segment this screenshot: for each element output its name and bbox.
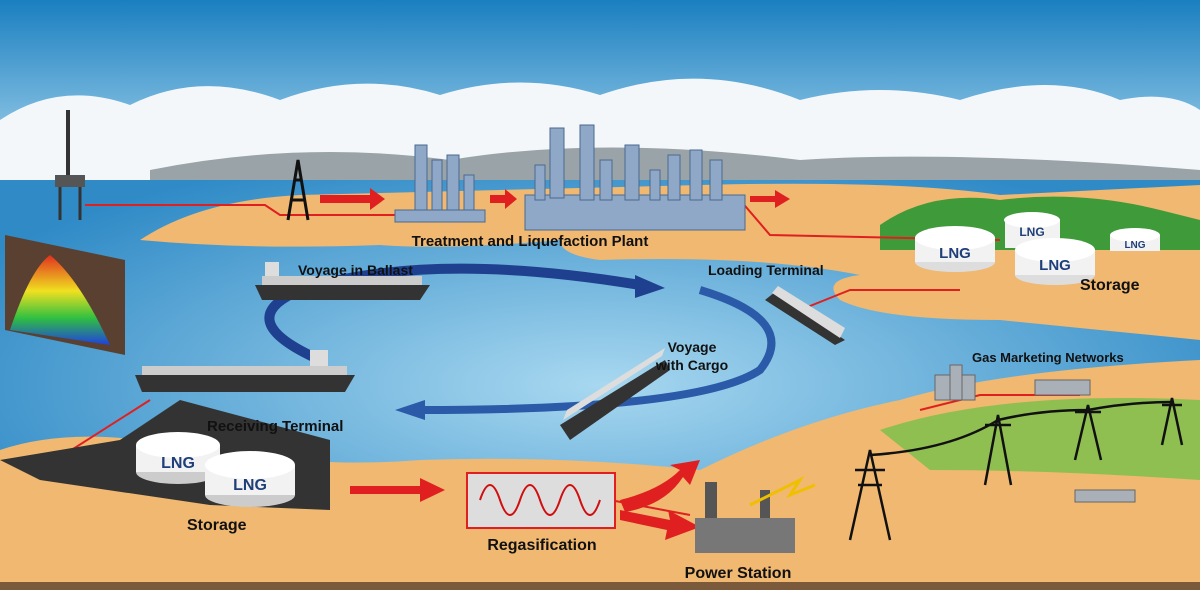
lng-tank: LNG xyxy=(205,451,295,507)
lng-tank: LNG xyxy=(915,226,995,272)
label-storage-import: Storage xyxy=(187,517,247,534)
label-regasification: Regasification xyxy=(487,537,596,554)
cycle-arrowhead-bottom xyxy=(395,400,425,420)
gas-well-derrick-icon xyxy=(286,159,310,221)
svg-text:LNG: LNG xyxy=(939,245,971,262)
lng-tank: LNG xyxy=(1015,238,1095,285)
svg-text:LNG: LNG xyxy=(233,477,267,494)
power-pylons xyxy=(848,397,1184,541)
treatment-plant-icon xyxy=(394,144,486,223)
ship-cargo-icon xyxy=(560,348,670,440)
lng-tank: LNG xyxy=(1110,228,1160,251)
red-arrow-power xyxy=(620,510,700,540)
flow-arrows xyxy=(320,188,790,540)
ship-loading-icon xyxy=(765,286,845,345)
label-voyage-cargo-line2: with Cargo xyxy=(655,357,728,373)
reservoir-cross-section-icon xyxy=(5,235,125,355)
svg-text:LNG: LNG xyxy=(1039,257,1071,274)
svg-text:LNG: LNG xyxy=(1019,225,1044,239)
label-plant: Treatment and Liquefaction Plant xyxy=(412,233,649,250)
svg-text:LNG: LNG xyxy=(161,455,195,472)
ground-strip xyxy=(0,582,1200,590)
red-curve-arrow-up xyxy=(620,460,700,512)
power-station-icon xyxy=(695,476,816,553)
label-storage-export: Storage xyxy=(1080,277,1140,294)
svg-text:LNG: LNG xyxy=(1124,240,1145,251)
label-gas-networks: Gas Marketing Networks xyxy=(972,350,1124,365)
label-receiving-terminal: Receiving Terminal xyxy=(207,418,343,435)
label-voyage-cargo-line1: Voyage xyxy=(668,339,717,355)
regasification-unit-icon xyxy=(466,472,616,529)
lng-tank: LNG xyxy=(136,432,220,484)
offshore-platform-icon xyxy=(55,110,85,220)
export-storage-tanks: LNG LNG LNG LNG xyxy=(915,212,1160,285)
grassland xyxy=(880,398,1200,480)
ship-ballast-icon xyxy=(255,262,430,300)
import-storage-tanks: LNG LNG xyxy=(136,432,295,507)
liquefaction-plant-icon xyxy=(524,124,746,231)
city-buildings xyxy=(934,364,1136,503)
label-power-station: Power Station xyxy=(685,565,792,582)
label-loading-terminal: Loading Terminal xyxy=(708,262,824,278)
cycle-arrowhead-top xyxy=(635,275,665,298)
ship-receiving-icon xyxy=(135,350,355,392)
label-voyage-ballast: Voyage in Ballast xyxy=(298,262,413,278)
